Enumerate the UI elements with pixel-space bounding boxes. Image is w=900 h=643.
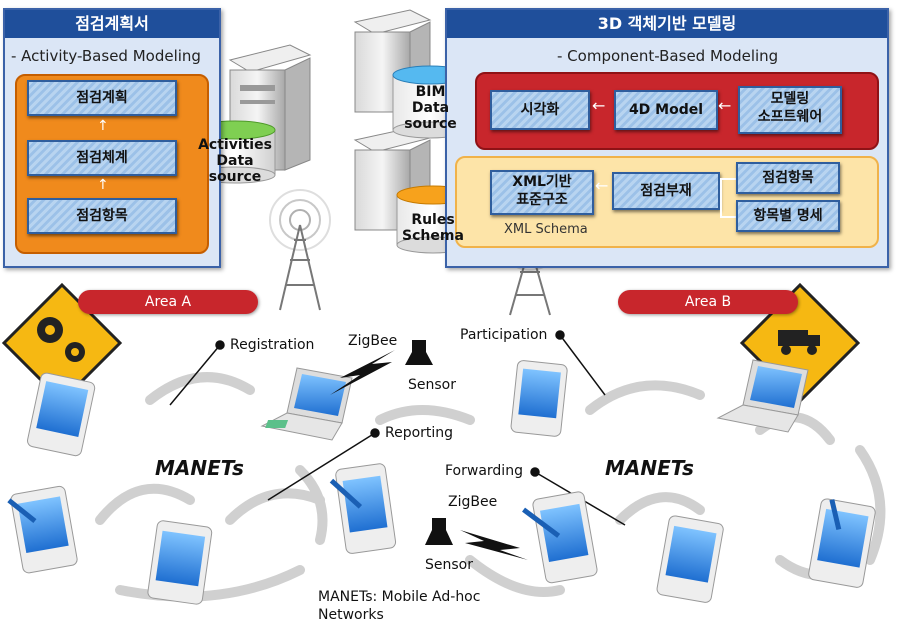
bim-data-source-label: BIM Data source: [404, 84, 457, 132]
area-b-bar: Area B: [618, 290, 798, 314]
box-label: 항목별 명세: [753, 208, 823, 224]
zigbee-bottom-label: ZigBee: [448, 494, 498, 510]
box-inspection-items: 점검항목: [736, 162, 840, 194]
plan-box-inspection-items: 점검항목: [27, 198, 177, 234]
manets-left-label: MANETs: [155, 456, 244, 480]
laptop-icon: [716, 359, 809, 433]
pda-icon: [808, 498, 876, 588]
pda-icon: [329, 463, 397, 554]
pda-icon: [147, 520, 213, 605]
arrow-up-icon: ↑: [97, 118, 109, 134]
panel-subtitle: - Activity-Based Modeling: [11, 47, 201, 65]
box-label: 4D Model: [628, 102, 704, 118]
forwarding-label: Forwarding: [445, 463, 523, 479]
zigbee-top-label: ZigBee: [348, 333, 398, 349]
pda-icon: [27, 372, 96, 457]
network-arcs: [95, 372, 886, 602]
box-label: 점검부재: [640, 183, 692, 199]
participation-label: Participation: [460, 327, 548, 343]
box-label: 점검체계: [76, 150, 128, 166]
laptop-icon: [260, 367, 353, 441]
area-a-bar: Area A: [78, 290, 258, 314]
pda-icon: [656, 515, 724, 603]
pda-icon: [522, 491, 598, 584]
box-label: 점검계획: [76, 90, 128, 106]
box-label: 점검항목: [762, 170, 814, 186]
registration-label: Registration: [230, 337, 315, 353]
lightning-icon: [330, 350, 395, 395]
box-4d-model: 4D Model: [614, 90, 718, 130]
arrow-left-icon: ←: [718, 96, 732, 115]
reporting-label: Reporting: [385, 425, 454, 441]
arrow-left-icon: ←: [592, 96, 606, 115]
box-xml-standard-structure: XML기반 표준구조: [490, 170, 594, 215]
manets-footnote: MANETs: Mobile Ad-hoc Networks: [318, 589, 481, 623]
panel-subtitle: - Component-Based Modeling: [557, 47, 779, 65]
box-inspection-member: 점검부재: [612, 172, 720, 210]
pda-icon: [7, 485, 78, 574]
box-label: 점검항목: [76, 208, 128, 224]
sensor-top-label: Sensor: [408, 377, 456, 393]
panel-title: 점검계획서: [5, 10, 219, 38]
pda-icon: [510, 360, 568, 437]
manets-right-label: MANETs: [605, 456, 694, 480]
sensor-icon: [425, 518, 453, 545]
box-modeling-software: 모델링 소프트웨어: [738, 86, 842, 134]
box-visualization: 시각화: [490, 90, 590, 130]
plan-box-inspection-system: 점검체계: [27, 140, 177, 176]
arrow-up-icon: ↑: [97, 177, 109, 193]
arrow-left-icon: ←: [595, 176, 609, 195]
antenna-tower-icon: [269, 189, 331, 311]
lightning-icon: [460, 530, 528, 560]
activities-data-source-label: Activities Data source: [198, 137, 272, 185]
rules-schema-label: Rules Schema: [402, 212, 464, 244]
sensor-bottom-label: Sensor: [425, 557, 473, 573]
box-item-specification: 항목별 명세: [736, 200, 840, 232]
panel-title: 3D 객체기반 모델링: [447, 10, 887, 38]
plan-box-inspection-plan: 점검계획: [27, 80, 177, 116]
xml-schema-label: XML Schema: [504, 222, 588, 237]
box-label: 시각화: [520, 102, 560, 118]
sensor-icon: [405, 340, 433, 365]
bracket-connector: [720, 178, 738, 218]
